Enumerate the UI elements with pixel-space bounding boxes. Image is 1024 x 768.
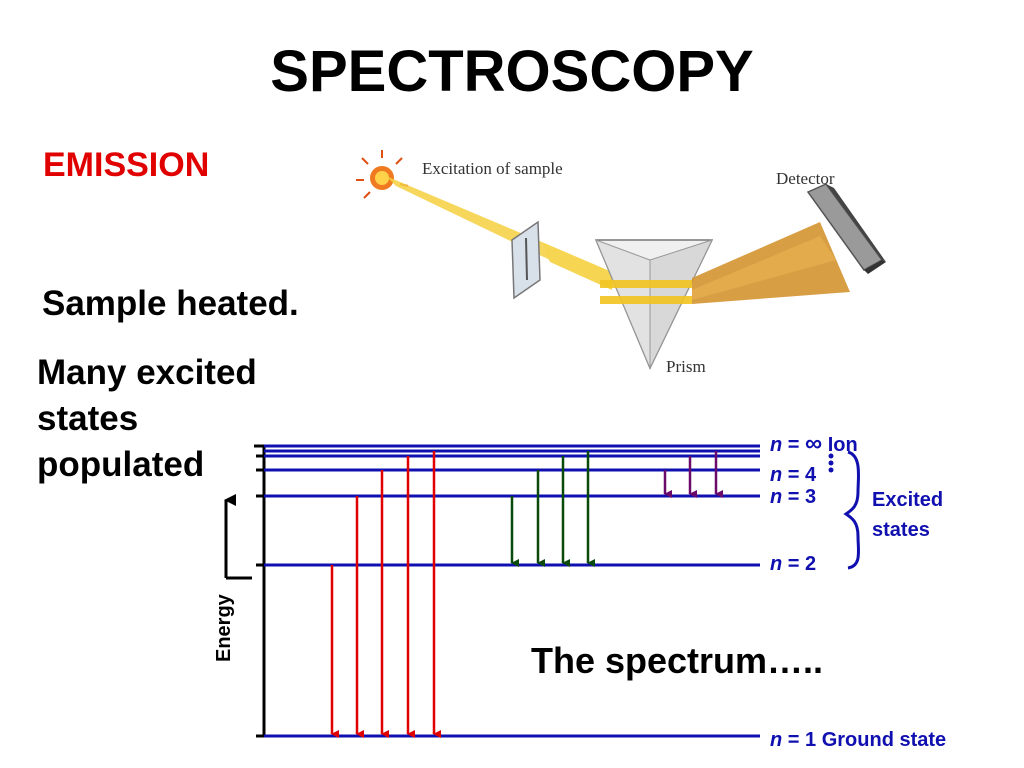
spectrum-text: The spectrum….. (531, 640, 824, 681)
incoming-beam (386, 176, 550, 260)
lyman-transitions (330, 451, 441, 738)
energy-axis-label: Energy (213, 593, 235, 662)
level-label-ion: n = ∞ Ion (770, 430, 858, 457)
excitation-label: Excitation of sample (422, 159, 563, 178)
balmer-transitions (510, 451, 595, 567)
many-excited-line-3: populated (37, 445, 205, 484)
energy-levels (264, 444, 760, 738)
emission-label: EMISSION (43, 146, 210, 184)
page-title: SPECTROSCOPY (270, 39, 754, 104)
prism (594, 239, 714, 370)
many-excited-text: Many excited states populated (37, 350, 257, 488)
many-excited-line-2: states (37, 399, 139, 438)
level-label-n4: n = 4 (770, 464, 817, 486)
spectrometer-illustration: Excitation of sample Prism Detector (356, 150, 886, 376)
prism-label: Prism (666, 357, 706, 376)
excited-states-label: Excited states (872, 485, 943, 545)
excited-states-line-1: Excited (872, 489, 944, 511)
level-label-n2: n = 2 (770, 553, 817, 575)
level-label-n1: n = 1 Ground state (770, 729, 947, 751)
level-ellipsis (828, 453, 834, 473)
paschen-transitions (663, 451, 723, 498)
level-label-n3: n = 3 (770, 486, 817, 508)
excited-states-brace (843, 450, 861, 570)
slit (511, 220, 541, 300)
beam-to-prism (542, 242, 612, 290)
dispersed-beam-highlight (692, 236, 836, 300)
detector-label: Detector (776, 169, 835, 188)
many-excited-line-1: Many excited (37, 353, 257, 392)
detector (806, 183, 886, 274)
sample-heated-text: Sample heated. (42, 284, 299, 323)
excited-states-line-2: states (872, 519, 930, 541)
